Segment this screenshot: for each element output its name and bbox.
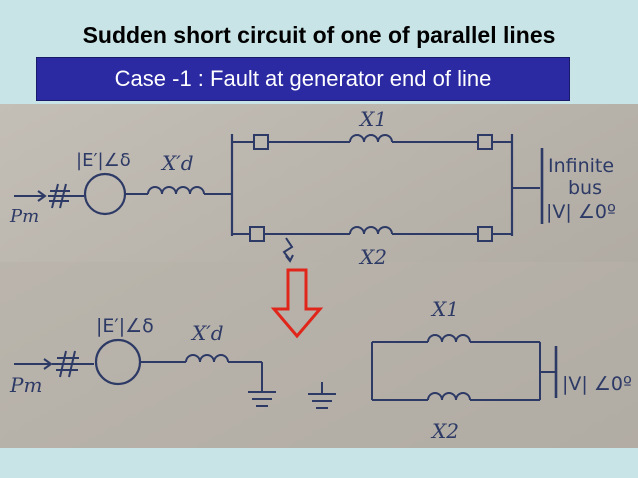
- slide-title: Sudden short circuit of one of parallel …: [82, 22, 556, 48]
- x2-label-top: X2: [358, 245, 387, 269]
- pm-arrow-bottom: [14, 358, 53, 370]
- ground-symbol-left: [248, 362, 276, 407]
- bus-voltage-bottom: |V| ∠0º: [562, 373, 632, 395]
- case-label: Case -1 : Fault at generator end of line: [114, 66, 492, 91]
- x2-inductor-bottom: [427, 392, 471, 401]
- top-diagram: Pm |E′|∠δ X′d X1: [9, 107, 616, 269]
- x2-inductor-top: [349, 226, 393, 235]
- x1-label-top: X1: [358, 107, 387, 131]
- bus-label-line2: bus: [568, 177, 602, 199]
- shaft-hash-top: [48, 183, 84, 209]
- xd-label-top: X′d: [160, 151, 194, 175]
- case-banner: Case -1 : Fault at generator end of line: [36, 57, 570, 101]
- emf-label-bottom: |E′|∠δ: [96, 315, 154, 337]
- textbook-photo: Pm |E′|∠δ X′d X1: [0, 104, 638, 448]
- bus-label-line1: Infinite: [548, 155, 614, 177]
- pm-arrow-top: [14, 190, 47, 202]
- ground-symbol-right: [308, 382, 336, 409]
- xd-inductor-top: [147, 186, 205, 195]
- pm-label-bottom: Pm: [9, 373, 42, 397]
- x1-inductor-top: [349, 134, 393, 143]
- pm-label-top: Pm: [9, 206, 39, 227]
- transition-arrow: [270, 268, 324, 339]
- bottom-diagram: Pm |E′|∠δ X′d: [9, 297, 632, 443]
- xd-inductor-bottom: [185, 354, 229, 363]
- bus-voltage-top: |V| ∠0º: [546, 201, 616, 223]
- x1-label-bottom: X1: [430, 297, 459, 321]
- circuit-diagrams: Pm |E′|∠δ X′d X1: [0, 104, 638, 448]
- x1-inductor-bottom: [427, 334, 471, 343]
- x2-label-bottom: X2: [430, 419, 459, 443]
- emf-label-top: |E′|∠δ: [76, 150, 131, 171]
- shaft-hash-bottom: [52, 350, 94, 378]
- xd-label-bottom: X′d: [190, 321, 224, 345]
